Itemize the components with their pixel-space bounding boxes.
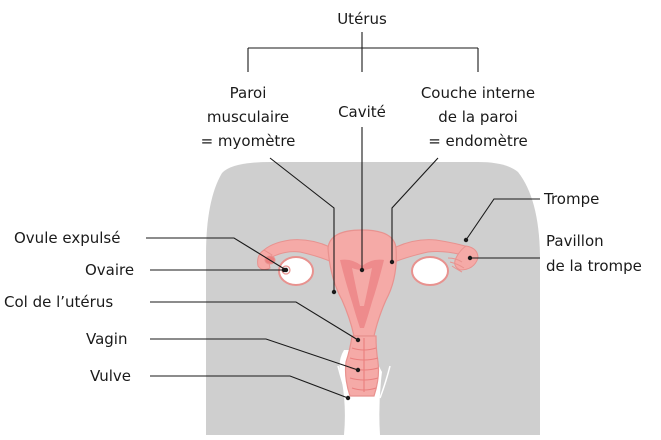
label-vulva: Vulve	[90, 367, 131, 385]
label-inner-line3: = endomètre	[428, 132, 528, 150]
label-pavilion-line1: Pavillon	[546, 232, 604, 250]
uterus-bracket	[248, 32, 478, 72]
label-vagina: Vagin	[86, 330, 127, 348]
label-cervix: Col de l’utérus	[4, 293, 113, 311]
label-tube: Trompe	[543, 190, 599, 208]
label-inner-line2: de la paroi	[438, 108, 518, 126]
right-ovary	[412, 257, 448, 285]
label-wall-line3: = myomètre	[201, 132, 296, 150]
vagina	[346, 336, 379, 396]
label-ovule: Ovule expulsé	[14, 229, 120, 247]
label-wall-line2: musculaire	[207, 108, 289, 126]
label-ovary: Ovaire	[85, 261, 134, 279]
label-cavity: Cavité	[338, 103, 386, 121]
label-inner-line1: Couche interne	[421, 84, 535, 102]
title-uterus: Utérus	[337, 10, 387, 28]
label-pavilion-line2: de la trompe	[546, 257, 642, 275]
label-wall-line1: Paroi	[230, 84, 267, 102]
